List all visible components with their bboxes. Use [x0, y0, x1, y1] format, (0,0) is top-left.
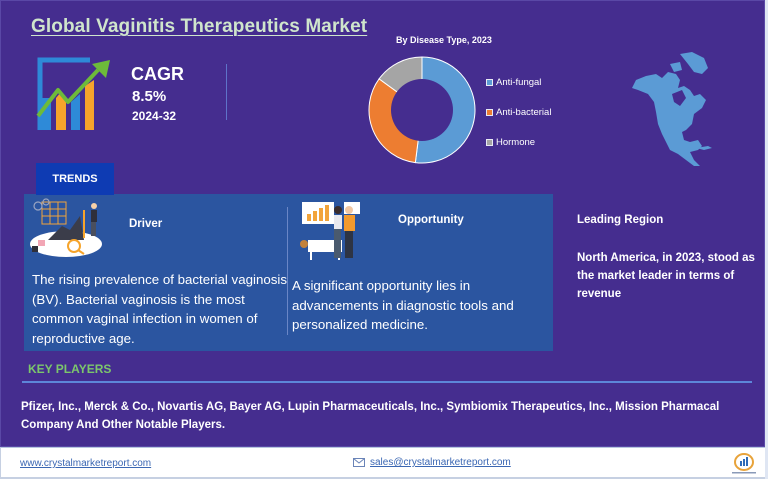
donut-chart [368, 56, 476, 164]
legend-item-hormone: Hormone [486, 136, 551, 148]
cagr-period: 2024-32 [132, 109, 177, 123]
website-link[interactable]: www.crystalmarketreport.com [20, 458, 152, 469]
legend-label: Hormone [496, 136, 536, 148]
key-players-title: KEY PLAYERS [28, 362, 112, 376]
legend-swatch-hormone [486, 138, 493, 146]
cagr-label: CAGR [131, 64, 184, 84]
cagr-value: 8.5% [132, 88, 167, 105]
growth-chart-icon [36, 57, 110, 130]
trends-divider [287, 207, 288, 335]
page-edge [765, 0, 768, 479]
legend-label: Anti-fungal [496, 76, 542, 88]
legend-swatch-anti-fungal [486, 78, 493, 86]
envelope-icon [353, 458, 365, 467]
data-analysis-illustration [30, 198, 102, 257]
north-america-map-icon [632, 52, 712, 166]
legend-swatch-anti-bacterial [486, 108, 493, 116]
leading-region-text: North America, in 2023, stood as the mar… [577, 252, 755, 300]
email-contact: sales@crystalmarketreport.com [353, 457, 511, 468]
business-couple-illustration [300, 202, 360, 260]
opportunity-title: Opportunity [398, 214, 464, 226]
page-title: Global Vaginitis Therapeutics Market [31, 16, 368, 37]
legend-label: Anti-bacterial [496, 106, 552, 118]
key-players-list: Pfizer, Inc., Merck & Co., Novartis AG, … [21, 401, 720, 431]
cagr-divider [226, 64, 227, 120]
driver-title: Driver [129, 218, 163, 230]
trends-tab: TRENDS [36, 163, 114, 195]
driver-text: The rising prevalence of bacterial vagin… [32, 272, 287, 346]
opportunity-text: A significant opportunity lies in advanc… [292, 278, 514, 333]
key-players-divider [22, 381, 752, 383]
chart-title: By Disease Type, 2023 [396, 35, 492, 45]
legend-item-anti-bacterial: Anti-bacterial [486, 106, 551, 118]
chart-legend: Anti-fungal Anti-bacterial Hormone [486, 76, 551, 166]
leading-region-title: Leading Region [577, 214, 664, 226]
crystal-market-report-logo [732, 453, 756, 474]
email-link[interactable]: sales@crystalmarketreport.com [370, 457, 511, 468]
legend-item-anti-fungal: Anti-fungal [486, 76, 551, 88]
footer: www.crystalmarketreport.com sales@crysta… [0, 447, 765, 479]
trends-panel [24, 194, 553, 351]
